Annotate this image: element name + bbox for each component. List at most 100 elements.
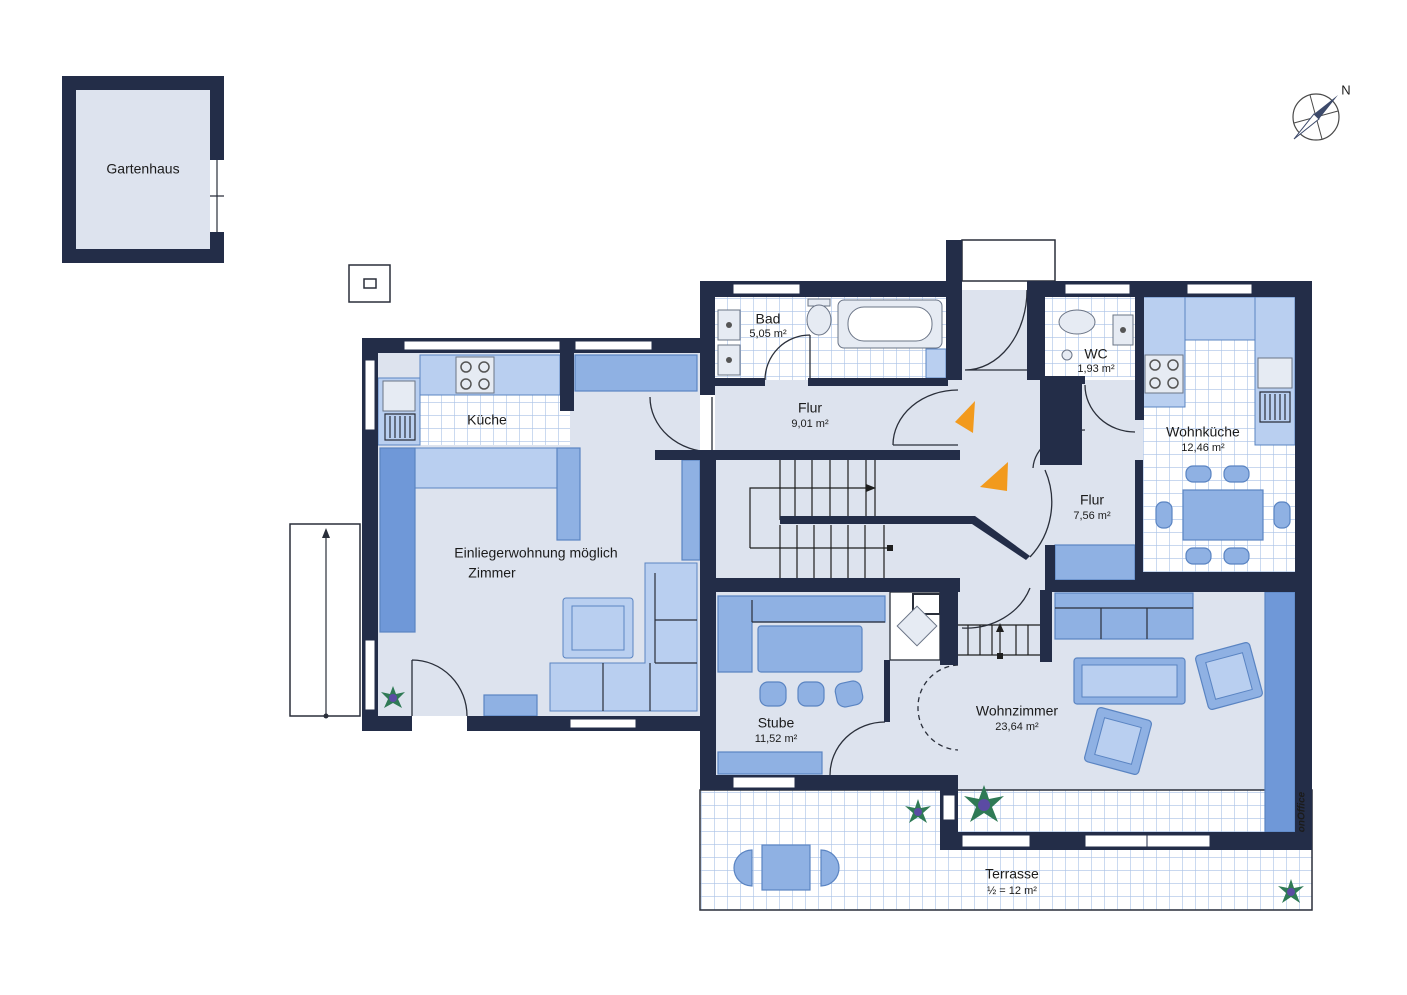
wc-toilet [1058, 309, 1096, 335]
armchair [1084, 707, 1152, 775]
wall [715, 378, 765, 386]
doors [210, 160, 1136, 776]
stair-handrail [780, 516, 1030, 560]
room-name-zimmer: Zimmer [468, 565, 516, 581]
room-area-flur-rechts: 7,56 m² [1073, 510, 1111, 522]
room-labels: Gartenhaus Bad 5,05 m² WC 1,93 m² Küche … [106, 161, 1307, 897]
sideboard [483, 694, 538, 717]
door-swing [1029, 469, 1053, 558]
wall [1045, 580, 1312, 592]
door-swing [411, 659, 468, 717]
wc-paper [1061, 349, 1073, 361]
room-area-wohnkueche: 12,46 m² [1181, 442, 1225, 454]
window [732, 283, 801, 295]
kitchen-drainer [384, 413, 416, 441]
window [961, 834, 1031, 848]
plant-icon [381, 686, 405, 708]
window [364, 639, 376, 711]
compass-needle-north [1314, 95, 1338, 119]
stair-lower-run [779, 525, 885, 578]
wohnzimmer-sofa [1054, 592, 1194, 640]
room-name-wc: WC [1084, 346, 1107, 362]
furniture [377, 296, 1304, 903]
room-name-flur-oben: Flur [798, 400, 822, 416]
bench-right [556, 447, 581, 541]
watermark-logo: onOffice [1297, 791, 1308, 832]
chair [1223, 547, 1250, 565]
wardrobe-right [681, 459, 701, 561]
stair-dot [887, 545, 893, 551]
plant-core [389, 694, 397, 702]
room-area-stube: 11,52 m² [755, 733, 798, 745]
plant-core [914, 808, 922, 816]
stove-burner [1167, 377, 1179, 389]
room-note-einlieger: Einliegerwohnung möglich [454, 545, 617, 561]
entry-arrows [955, 401, 1008, 491]
stube-sofa-cushions [751, 600, 885, 623]
wall-cabinet [1264, 591, 1296, 833]
entrance-porch [961, 239, 1056, 282]
chimney-symbol-inner [363, 278, 377, 289]
wall [362, 338, 378, 731]
wall [1295, 281, 1312, 850]
door-swing [892, 389, 959, 446]
compass-icon: N [1292, 82, 1351, 141]
door-swing [964, 289, 1028, 371]
step-stairs-dot [997, 653, 1003, 659]
room-area-bad: 5,05 m² [749, 328, 787, 340]
step-stairs-arrow-head [996, 623, 1004, 632]
chair [759, 681, 787, 707]
corner-sofa-cushions [602, 573, 697, 711]
door-swing [764, 334, 811, 381]
balcony-arrow-dot [323, 713, 329, 719]
wall [1143, 572, 1312, 582]
stove-burner [460, 361, 472, 373]
room-name-wohnzimmer: Wohnzimmer [976, 703, 1059, 719]
faucet [726, 357, 732, 363]
wall [1040, 380, 1082, 465]
wall [362, 716, 412, 731]
wall [1027, 281, 1045, 380]
wall [940, 592, 958, 665]
faucet [1120, 327, 1126, 333]
room-name-flur-rechts: Flur [1080, 492, 1104, 508]
wall [946, 240, 962, 380]
room-area-wohnzimmer: 23,64 m² [995, 721, 1039, 733]
wohnzimmer-sofa-cushions [1055, 607, 1193, 639]
stove-burner [1167, 359, 1179, 371]
bed-left [379, 447, 416, 633]
bench-top [414, 447, 579, 489]
armchair [1195, 642, 1263, 710]
gartenhaus-door [210, 160, 224, 232]
wall [716, 578, 960, 592]
wohnkueche-sink [1257, 357, 1293, 389]
compass-needle-south [1293, 113, 1320, 140]
chair [1185, 465, 1212, 483]
room-name-wohnkueche: Wohnküche [1166, 424, 1240, 440]
walls [62, 76, 1312, 850]
window [403, 340, 561, 351]
chair [1185, 547, 1212, 565]
wall [210, 232, 224, 263]
room-name-gartenhaus: Gartenhaus [106, 161, 179, 177]
chair [834, 680, 864, 708]
chair [1223, 465, 1250, 483]
wall [1135, 460, 1143, 580]
fireplace-hearth [896, 605, 938, 647]
terrace-chair [820, 849, 840, 887]
wohnkueche-stove [1144, 354, 1184, 394]
terrace-chair [733, 849, 753, 887]
stair-upper-arrow [749, 487, 868, 548]
entry-arrow-icon [980, 462, 1008, 491]
stair-upper-run [779, 460, 876, 520]
toilet-bowl [806, 304, 832, 336]
flur-shelf [1054, 544, 1136, 581]
room-area-flur-oben: 9,01 m² [791, 418, 829, 430]
room-name-stube: Stube [758, 715, 795, 731]
wall [700, 450, 716, 790]
plant-icon [1278, 879, 1304, 903]
balcony-left [289, 523, 361, 717]
kitchen-sink [382, 380, 416, 412]
room-name-terrasse: Terrasse [985, 866, 1039, 882]
